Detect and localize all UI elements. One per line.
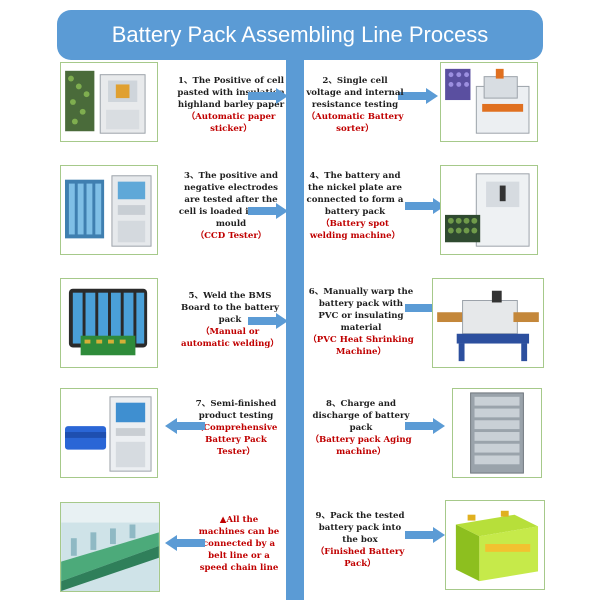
step-1-image [60,62,158,142]
heat-shrinking-machine-icon [437,290,539,362]
step-6-text: 6、Manually warp the battery pack with PV… [308,287,414,357]
arrow-left-belt [165,535,205,551]
belt-line-factory-icon [61,503,159,591]
step-9-text: 9、Pack the tested battery pack into the … [315,511,405,569]
arrow-right-8 [405,418,445,434]
step-7-text: 7、Semi-finished product testing（Comprehe… [194,399,278,457]
arrow-right-4 [405,198,445,214]
step-5-text: 5、Weld the BMS Board to the battery pack… [181,291,279,349]
step-7-image [60,388,158,478]
arrow-left-7 [165,418,205,434]
step-3-text: 3、The positive and negative electrodes a… [178,171,284,241]
ccd-tester-machine-icon [65,175,152,247]
step-5-image [60,278,158,368]
aging-machine-icon [470,392,524,474]
step-8-text: 8、Charge and discharge of battery pack（B… [310,399,412,457]
finished-battery-pack-icon [455,510,539,582]
arrow-right-2 [398,88,438,104]
step-4-text: 4、The battery and the nickel plate are c… [306,171,404,241]
step-6-image [432,278,544,368]
center-flow-bar [286,60,304,600]
arrow-right-5 [248,313,288,329]
belt-line-text: ▲All the machines can be connected by a … [198,515,280,573]
paper-sticker-machine-icon [65,70,146,134]
step-8-image [452,388,542,478]
title-banner: Battery Pack Assembling Line Process [57,10,543,60]
pack-tester-machine-icon [65,396,152,472]
step-9-image [445,500,545,590]
step-1-text: 1、The Positive of cell pasted with insul… [177,76,285,134]
battery-sorter-machine-icon [445,68,530,134]
step-2-image [440,62,538,142]
belt-line-image [60,502,160,592]
step-3-image [60,165,158,255]
spot-welding-machine-icon [445,173,530,247]
step-2-text: 2、Single cell voltage and internal resis… [306,76,404,134]
arrow-right-9 [405,527,445,543]
bms-battery-pack-icon [68,288,148,356]
arrow-right-3 [248,203,288,219]
step-4-image [440,165,538,255]
arrow-right-1 [248,88,288,104]
